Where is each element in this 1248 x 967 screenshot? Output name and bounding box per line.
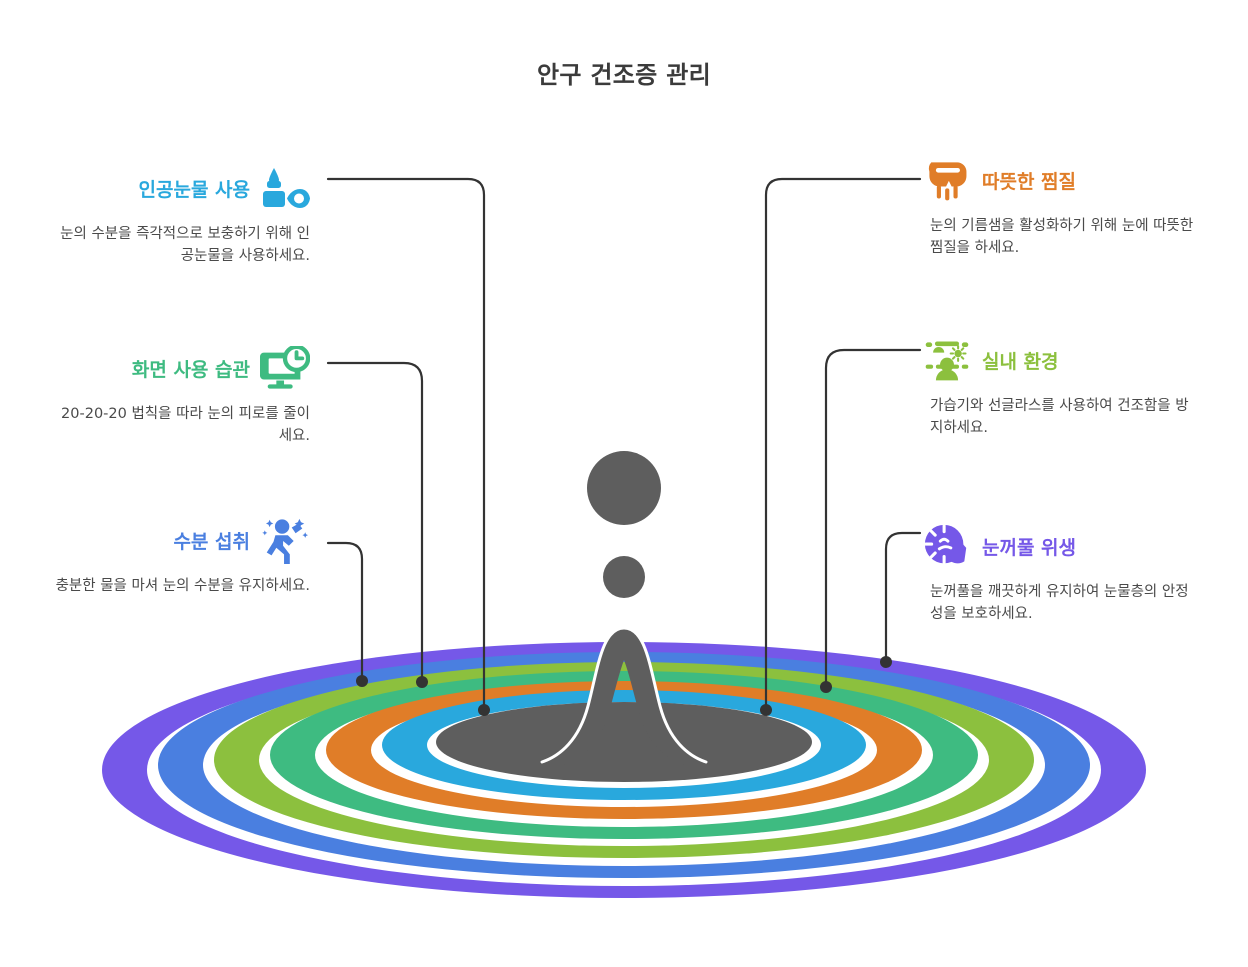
item-header: 눈꺼풀 위생 — [922, 518, 1230, 574]
item-header: 인공눈물 사용 — [10, 160, 310, 216]
item-title: 눈꺼풀 위생 — [982, 536, 1077, 559]
eye-drop-bottle-icon — [260, 163, 310, 213]
person-drinking-icon — [260, 515, 310, 565]
item-header: 화면 사용 습관 — [10, 340, 310, 396]
person-sun-environment-icon — [922, 335, 972, 385]
splash-column — [540, 626, 708, 768]
item-description: 눈의 기름샘을 활성화하기 위해 눈에 따뜻한 찜질을 하세요. — [930, 218, 1194, 257]
item-title: 수분 섭취 — [173, 530, 250, 553]
item-indoor-env: 실내 환경 가습기와 선글라스를 사용하여 건조함을 방지하세요. — [925, 332, 1230, 440]
item-title: 인공눈물 사용 — [138, 178, 251, 201]
eyelid-cleaning-icon — [922, 521, 972, 571]
monitor-clock-icon — [260, 343, 310, 393]
ripple-rings — [102, 642, 1146, 898]
droplet-small — [603, 556, 645, 598]
item-eyelid-hygiene: 눈꺼풀 위생 눈꺼풀을 깨끗하게 유지하여 눈물층의 안정성을 보호하세요. — [924, 518, 1230, 626]
item-description: 가습기와 선글라스를 사용하여 건조함을 방지하세요. — [930, 398, 1189, 437]
item-header: 따뜻한 찜질 — [922, 152, 1230, 208]
item-description: 눈의 수분을 즉각적으로 보충하기 위해 인공눈물을 사용하세요. — [60, 226, 310, 265]
item-title: 실내 환경 — [982, 350, 1059, 373]
item-warm-compress: 따뜻한 찜질 눈의 기름샘을 활성화하기 위해 눈에 따뜻한 찜질을 하세요. — [928, 152, 1230, 260]
center-pool — [436, 702, 812, 782]
item-description: 20-20-20 법칙을 따라 눈의 피로를 줄이세요. — [61, 406, 310, 445]
item-artificial-tears: 인공눈물 사용 눈의 수분을 즉각적으로 보충하기 위해 인공눈물을 사용하세요… — [10, 160, 310, 268]
item-description: 눈꺼풀을 깨끗하게 유지하여 눈물층의 안정성을 보호하세요. — [930, 584, 1189, 623]
item-screen-habit: 화면 사용 습관 20-20-20 법칙을 따라 눈의 피로를 줄이세요. — [10, 340, 310, 448]
page-title: 안구 건조증 관리 — [537, 61, 711, 89]
item-title: 화면 사용 습관 — [131, 358, 250, 381]
eye-mask-steam-icon — [922, 155, 972, 205]
item-header: 수분 섭취 — [10, 512, 310, 568]
droplet-large — [587, 451, 661, 525]
item-description: 충분한 물을 마셔 눈의 수분을 유지하세요. — [55, 578, 310, 594]
item-header: 실내 환경 — [922, 332, 1230, 388]
item-hydration: 수분 섭취 충분한 물을 마셔 눈의 수분을 유지하세요. — [10, 512, 310, 597]
item-title: 따뜻한 찜질 — [982, 170, 1077, 193]
